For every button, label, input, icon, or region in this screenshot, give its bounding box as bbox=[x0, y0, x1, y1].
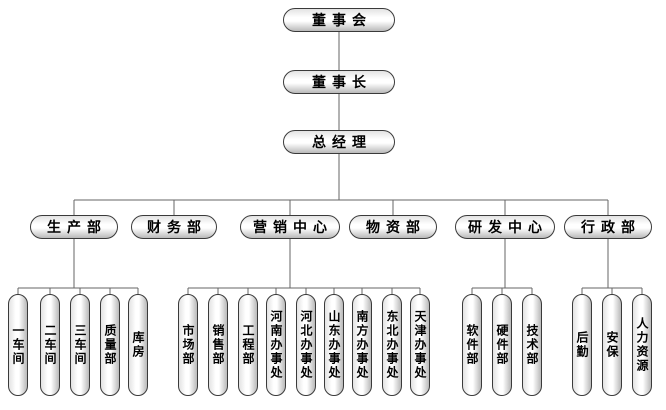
node-unit-warehouse: 库房 bbox=[128, 294, 148, 396]
node-unit-technical: 技术部 bbox=[522, 294, 542, 396]
node-chairman: 董事长 bbox=[283, 70, 395, 94]
node-unit-sales: 销售部 bbox=[208, 294, 228, 396]
node-label: 工程部 bbox=[241, 324, 255, 366]
node-label: 人力资源 bbox=[635, 317, 649, 373]
node-label: 市场部 bbox=[181, 324, 195, 366]
node-unit-engineering: 工程部 bbox=[238, 294, 258, 396]
node-label: 河北办事处 bbox=[299, 310, 313, 380]
node-dept-finance: 财务部 bbox=[131, 215, 217, 239]
node-dept-marketing: 营销中心 bbox=[240, 215, 340, 239]
node-unit-workshop-2: 二车间 bbox=[40, 294, 60, 396]
node-general-manager: 总经理 bbox=[283, 130, 395, 154]
node-unit-hardware: 硬件部 bbox=[492, 294, 512, 396]
node-label: 安保 bbox=[605, 331, 619, 359]
node-label: 三车间 bbox=[73, 324, 87, 366]
node-dept-production: 生产部 bbox=[30, 215, 118, 239]
node-unit-security: 安保 bbox=[602, 294, 622, 396]
node-label: 一车间 bbox=[11, 324, 25, 366]
node-board-of-directors: 董事会 bbox=[283, 8, 395, 32]
node-unit-workshop-3: 三车间 bbox=[70, 294, 90, 396]
node-label: 库房 bbox=[131, 331, 145, 359]
node-unit-human-resources: 人力资源 bbox=[632, 294, 652, 396]
node-unit-workshop-1: 一车间 bbox=[8, 294, 28, 396]
node-unit-south-office: 南方办事处 bbox=[352, 294, 372, 396]
node-unit-tianjin-office: 天津办事处 bbox=[410, 294, 430, 396]
node-unit-northeast-office: 东北办事处 bbox=[382, 294, 402, 396]
node-unit-software: 软件部 bbox=[462, 294, 482, 396]
node-dept-admin: 行政部 bbox=[564, 215, 652, 239]
node-label: 二车间 bbox=[43, 324, 57, 366]
node-label: 东北办事处 bbox=[385, 310, 399, 380]
node-label: 硬件部 bbox=[495, 324, 509, 366]
node-unit-henan-office: 河南办事处 bbox=[266, 294, 286, 396]
node-unit-shandong-office: 山东办事处 bbox=[324, 294, 344, 396]
node-label: 山东办事处 bbox=[327, 310, 341, 380]
node-label: 软件部 bbox=[465, 324, 479, 366]
node-label: 后勤 bbox=[575, 331, 589, 359]
node-unit-market: 市场部 bbox=[178, 294, 198, 396]
node-label: 南方办事处 bbox=[355, 310, 369, 380]
node-label: 技术部 bbox=[525, 324, 539, 366]
node-dept-materials: 物资部 bbox=[349, 215, 437, 239]
node-label: 质量部 bbox=[103, 324, 117, 366]
node-label: 河南办事处 bbox=[269, 310, 283, 380]
node-unit-hebei-office: 河北办事处 bbox=[296, 294, 316, 396]
node-unit-quality: 质量部 bbox=[100, 294, 120, 396]
node-label: 销售部 bbox=[211, 324, 225, 366]
node-unit-logistics: 后勤 bbox=[572, 294, 592, 396]
node-label: 天津办事处 bbox=[413, 310, 427, 380]
node-dept-rnd-center: 研发中心 bbox=[455, 215, 555, 239]
